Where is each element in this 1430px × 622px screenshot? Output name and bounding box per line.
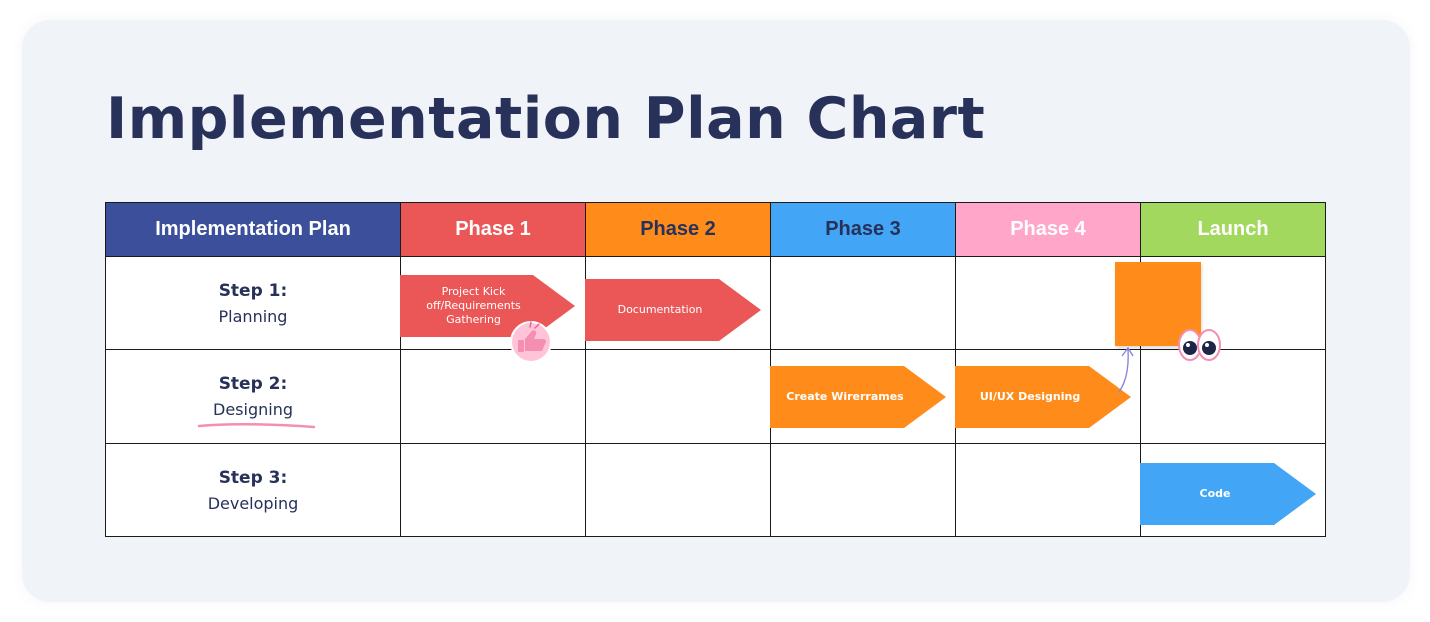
- task-wireframes-label: Create Wirerrames: [786, 390, 904, 403]
- step-2-name: Designing: [213, 400, 293, 419]
- task-code-label: Code: [1199, 487, 1231, 500]
- step-3-number: Step 3:: [218, 467, 288, 488]
- step-1-name: Planning: [218, 306, 288, 326]
- header-phase-2-label: Phase 2: [640, 218, 716, 240]
- googly-eyes-icon[interactable]: [1178, 329, 1221, 361]
- step-1-number: Step 1:: [218, 280, 288, 301]
- connector-arrow: [1118, 349, 1129, 393]
- header-phase-1-label: Phase 1: [455, 218, 531, 240]
- grid-cell: [586, 350, 771, 444]
- step-2-cell: Step 2: Designing: [106, 350, 401, 444]
- task-kickoff-line-3: Gathering: [446, 313, 501, 326]
- task-documentation-label: Documentation: [617, 303, 703, 316]
- step-1-cell: Step 1: Planning: [106, 257, 401, 350]
- task-wireframes-arrow: Create Wirerrames: [770, 366, 946, 428]
- step-3-name: Developing: [207, 493, 299, 513]
- task-kickoff-line-2: off/Requirements: [426, 299, 521, 312]
- grid-cell: [1141, 350, 1326, 444]
- header-launch-label: Launch: [1197, 218, 1269, 240]
- thumbs-up-icon[interactable]: [510, 321, 552, 363]
- header-phase-2: Phase 2: [586, 203, 771, 257]
- task-kickoff-label: Project Kick off/Requirements Gathering: [426, 285, 521, 327]
- grid-cell: [771, 444, 956, 537]
- grid-cell: [401, 350, 586, 444]
- header-phase-1: Phase 1: [401, 203, 586, 257]
- grid-cell: [956, 444, 1141, 537]
- grid-cell: [586, 444, 771, 537]
- task-kickoff-line-1: Project Kick: [441, 285, 506, 298]
- header-phase-3: Phase 3: [771, 203, 956, 257]
- task-code-arrow: Code: [1140, 463, 1316, 525]
- step-2-number: Step 2:: [218, 374, 288, 394]
- step-3-cell: Step 3: Developing: [106, 444, 401, 537]
- grid-cell: [401, 444, 586, 537]
- task-uiux-arrow: UI/UX Designing: [955, 366, 1131, 428]
- header-phase-4: Phase 4: [956, 203, 1141, 257]
- connector-arrow-head: [1121, 346, 1134, 357]
- header-phase-4-label: Phase 4: [1010, 218, 1086, 240]
- header-launch: Launch: [1141, 203, 1326, 257]
- designing-underline: [197, 422, 316, 429]
- grid-cell: [956, 257, 1141, 350]
- task-uiux-label: UI/UX Designing: [979, 390, 1081, 403]
- header-phase-3-label: Phase 3: [825, 218, 901, 240]
- grid-cell: [771, 257, 956, 350]
- task-kickoff-arrow: Project Kick off/Requirements Gathering: [400, 275, 575, 337]
- task-documentation-arrow: Documentation: [585, 279, 761, 341]
- header-implementation-plan: Implementation Plan: [106, 203, 401, 257]
- page-title: Implementation Plan Chart: [106, 86, 986, 152]
- header-implementation-plan-label: Implementation Plan: [155, 218, 351, 240]
